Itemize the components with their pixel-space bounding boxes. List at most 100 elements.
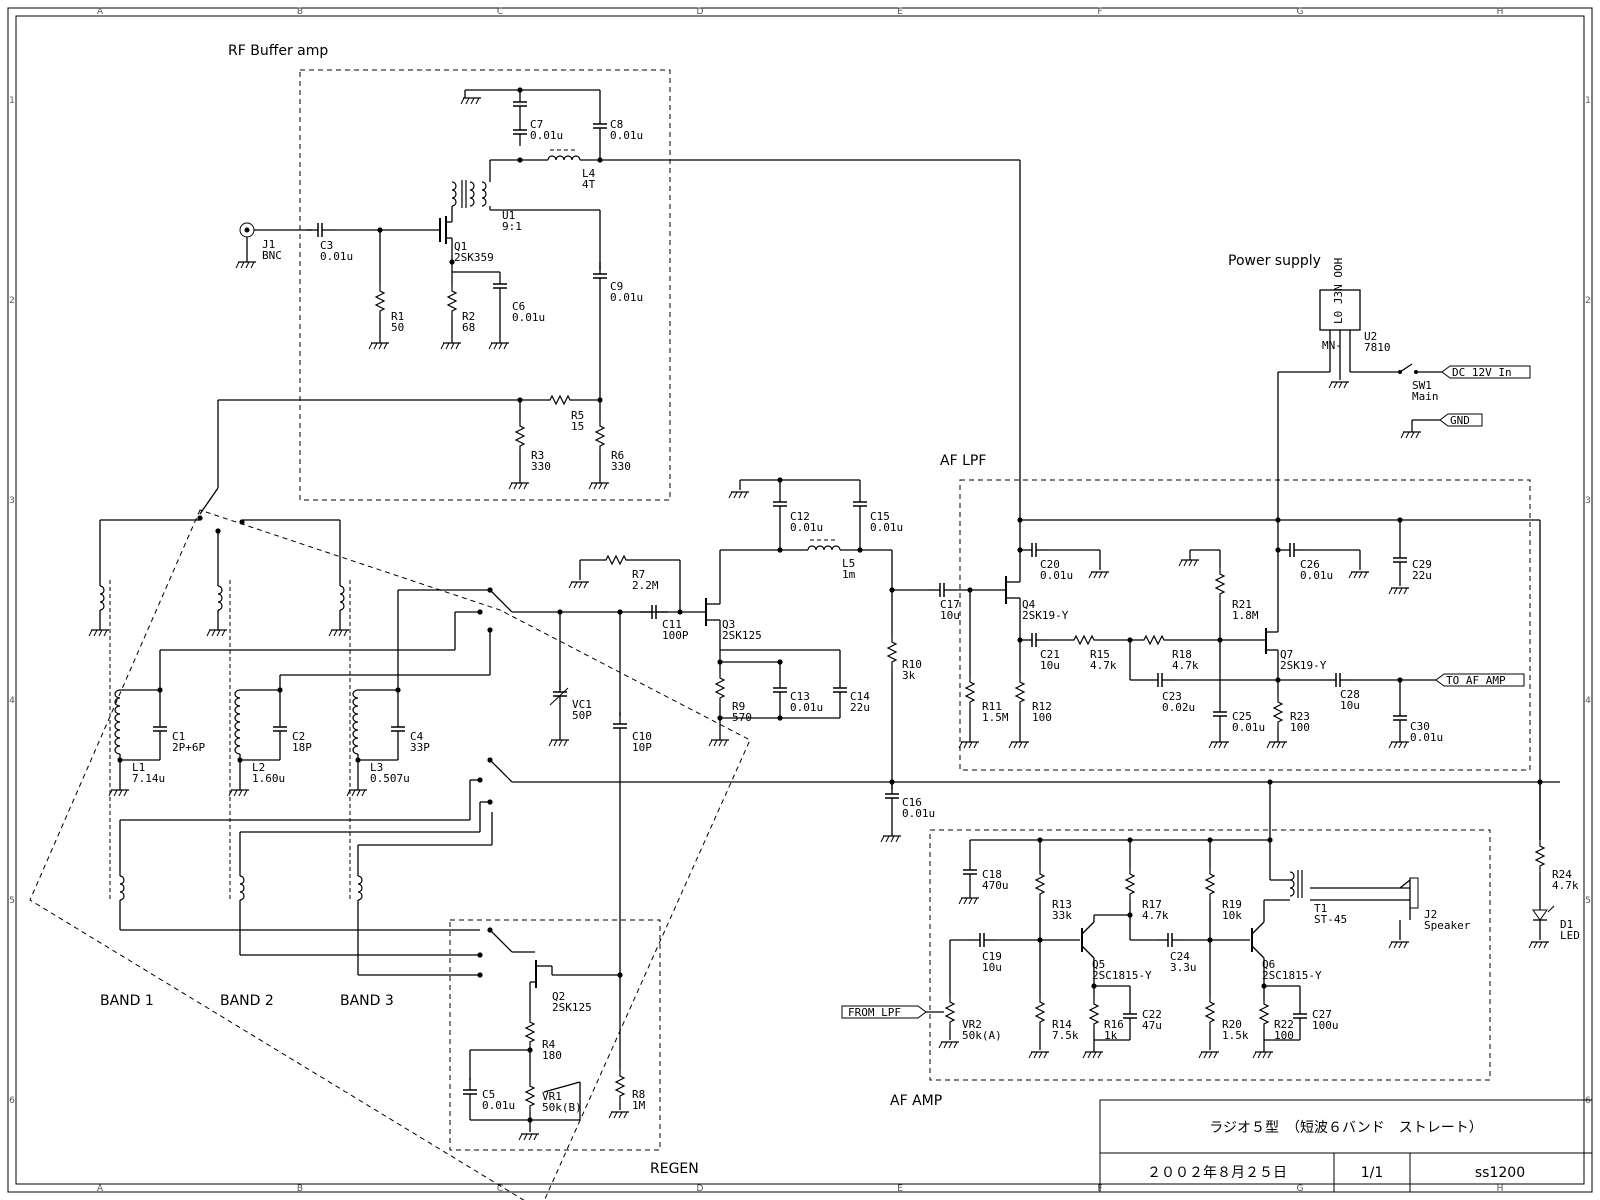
c26-value: 0.01u (1300, 569, 1333, 582)
u2-value: 7810 (1364, 341, 1391, 354)
r15-ref: R15 (1090, 648, 1110, 661)
d1-led (1532, 905, 1555, 940)
c23-value: 0.02u (1162, 701, 1195, 714)
c20-value: 0.01u (1040, 569, 1073, 582)
r8-ref: R8 (632, 1088, 645, 1101)
c22-ref: C22 (1142, 1008, 1162, 1021)
vr2-ref: VR2 (962, 1018, 982, 1031)
r1-resistor (375, 284, 385, 318)
r16-ref: R16 (1104, 1018, 1124, 1031)
to-af-amp-label: TO AF AMP (1446, 674, 1506, 687)
zone-col-a: A (97, 7, 104, 17)
q6-transistor (1251, 899, 1290, 986)
zone-row-3: 3 (9, 496, 15, 506)
zone-col-a-bottom: A (97, 1184, 104, 1194)
c25-capacitor (1212, 699, 1228, 729)
c7-ref: C7 (530, 118, 543, 131)
c25-ref: C25 (1232, 710, 1252, 723)
q4-fet (1005, 160, 1021, 676)
c6-ref: C6 (512, 300, 525, 313)
q3-value: 2SK125 (722, 629, 762, 642)
c13-capacitor (772, 675, 788, 705)
r11-ref: R11 (982, 700, 1002, 713)
drawing-frame (7, 7, 1593, 1193)
r18-value: 4.7k (1172, 659, 1199, 672)
r9-resistor (715, 671, 725, 705)
r12-ref: R12 (1032, 700, 1052, 713)
r5-value: 15 (571, 420, 584, 433)
r13-resistor (1035, 867, 1045, 901)
c29-value: 22u (1412, 569, 1432, 582)
gnd-label: GND (1450, 414, 1470, 427)
r17-ref: R17 (1142, 898, 1162, 911)
q4-value: 2SK19-Y (1022, 609, 1069, 622)
c17-value: 10u (940, 609, 960, 622)
j1-ref: J1 (262, 238, 275, 251)
c3-ref: C3 (320, 239, 333, 252)
c16-value: 0.01u (902, 807, 935, 820)
af-lpf-title: AF LPF (940, 453, 986, 469)
vr1-value: 50k(B) (542, 1101, 582, 1114)
regen-block-outline (449, 919, 661, 1151)
u2-pin-labels: MN- (1322, 339, 1342, 352)
r6-ref: R6 (611, 449, 624, 462)
l2-coil (234, 689, 241, 755)
r3-ref: R3 (531, 449, 544, 462)
zone-col-b-bottom: B (297, 1184, 303, 1194)
r22-value: 100 (1274, 1029, 1294, 1042)
r5-resistor (543, 395, 577, 405)
c27-capacitor (1292, 1001, 1308, 1031)
zone-row-1: 1 (9, 96, 15, 106)
l1-ref: L1 (132, 761, 145, 774)
q1-value: 2SK359 (454, 251, 494, 264)
u1-ref: U1 (502, 209, 515, 222)
af-amp-block-outline (929, 829, 1491, 1081)
band2-antenna-coil (217, 585, 223, 611)
l2-ref: L2 (252, 761, 265, 774)
c13-value: 0.01u (790, 701, 823, 714)
j2-speaker-jack (1388, 877, 1419, 949)
c7-capacitor-lower (512, 117, 528, 147)
r12-value: 100 (1032, 711, 1052, 724)
band3-antenna-coil (339, 585, 345, 611)
c17-capacitor (927, 582, 957, 598)
l5-inductor (807, 545, 841, 551)
vr2-potentiometer[interactable] (945, 995, 955, 1029)
t1-value: ST-45 (1314, 913, 1347, 926)
band3-title: BAND 3 (340, 993, 394, 1009)
document-id: ss1200 (1475, 1165, 1525, 1181)
c22-capacitor (1122, 1001, 1138, 1031)
c2-capacitor (272, 714, 288, 744)
r16-resistor (1089, 997, 1099, 1031)
c30-ref: C30 (1410, 720, 1430, 733)
c7-capacitor (512, 89, 528, 119)
r18-ref: R18 (1172, 648, 1192, 661)
power-supply-title: Power supply (1228, 253, 1321, 269)
q7-ref: Q7 (1280, 648, 1293, 661)
j1-bnc-connector: J1 BNC (235, 222, 282, 269)
r11-value: 1.5M (982, 711, 1009, 724)
l5-value: 1m (842, 568, 856, 581)
j2-ref: J2 (1424, 908, 1437, 921)
c19-ref: C19 (982, 950, 1002, 963)
c4-capacitor (390, 714, 406, 744)
sw1-ref: SW1 (1412, 379, 1432, 392)
l3-ref: L3 (370, 761, 383, 774)
band1-title: BAND 1 (100, 993, 154, 1009)
zone-row-5-right: 5 (1585, 896, 1591, 906)
r23-ref: R23 (1290, 710, 1310, 723)
zone-row-2: 2 (9, 296, 15, 306)
q5-transistor (1081, 914, 1130, 986)
c25-value: 0.01u (1232, 721, 1265, 734)
band-switch-ganged-outline (29, 509, 751, 1200)
regen-title: REGEN (650, 1161, 699, 1177)
vr1-potentiometer[interactable] (525, 1079, 535, 1113)
r3-resistor (515, 419, 525, 453)
rf-buffer-title: RF Buffer amp (228, 43, 328, 59)
r11-resistor (965, 675, 975, 709)
rf-buffer-block-outline (299, 69, 671, 501)
c14-value: 22u (850, 701, 870, 714)
c18-capacitor (962, 857, 978, 887)
c26-ref: C26 (1300, 558, 1320, 571)
